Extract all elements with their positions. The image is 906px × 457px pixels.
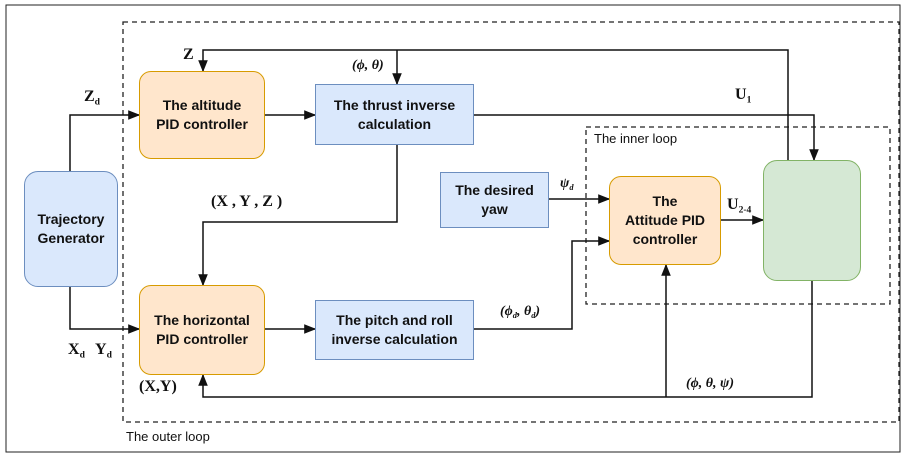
z-feedback-label: Z: [183, 46, 194, 63]
pitch-roll-inverse-block: The pitch and roll inverse calculation: [315, 300, 474, 360]
outer-loop-border: [122, 21, 900, 423]
arrow-zd: [69, 110, 141, 171]
outer-loop-label: The outer loop: [126, 429, 210, 444]
xy-feedback-label: (X,Y): [139, 378, 177, 395]
horizontal-pid-block: The horizontal PID controller: [139, 285, 265, 375]
phi-theta-top-label: (ϕ, θ): [352, 58, 384, 73]
thrust-inverse-label: The thrust inverse calculation: [333, 96, 456, 132]
attitude-pid-block: The Attitude PID controller: [609, 176, 721, 265]
horizontal-pid-label: The horizontal PID controller: [154, 312, 250, 347]
arrow-phi-theta-d: [474, 236, 611, 330]
desired-yaw-block: The desired yaw: [440, 172, 549, 228]
arrow-u1: [474, 114, 819, 162]
drone-block: [763, 160, 861, 281]
image-frame: [5, 4, 901, 453]
trajectory-generator-label: Trajectory Generator: [37, 211, 105, 246]
arrow-z-feedback: [198, 49, 789, 160]
inner-loop-label: The inner loop: [594, 131, 678, 146]
yd-label: Yd: [95, 341, 112, 361]
altitude-pid-block: The altitude PID controller: [139, 71, 265, 159]
xyz-d-label: (X , Y , Z ): [211, 193, 283, 210]
arrow-xd-yd: [69, 287, 141, 334]
pitch-roll-inverse-label: The pitch and roll inverse calculation: [331, 312, 458, 347]
attitude-pid-label: The Attitude PID controller: [624, 193, 706, 247]
zd-label: Zd: [84, 88, 101, 108]
arrow-xyzd: [198, 145, 398, 287]
trajectory-generator-block: Trajectory Generator: [24, 171, 118, 287]
inner-loop-border: [585, 126, 891, 305]
phi-theta-d-label: (ϕd, θd): [500, 304, 541, 320]
arrow-xy-feedback: [198, 281, 813, 398]
xd-label: Xd: [68, 341, 85, 361]
psi-d-label: ψd: [560, 176, 574, 192]
thrust-inverse-block: The thrust inverse calculation: [315, 84, 474, 145]
altitude-pid-label: The altitude PID controller: [156, 97, 248, 132]
desired-yaw-label: The desired yaw: [455, 182, 534, 217]
phi-theta-psi-label: (ϕ, θ, ψ): [686, 376, 735, 391]
u24-label: U2-4: [727, 196, 752, 216]
u1-label: U1: [735, 86, 752, 106]
